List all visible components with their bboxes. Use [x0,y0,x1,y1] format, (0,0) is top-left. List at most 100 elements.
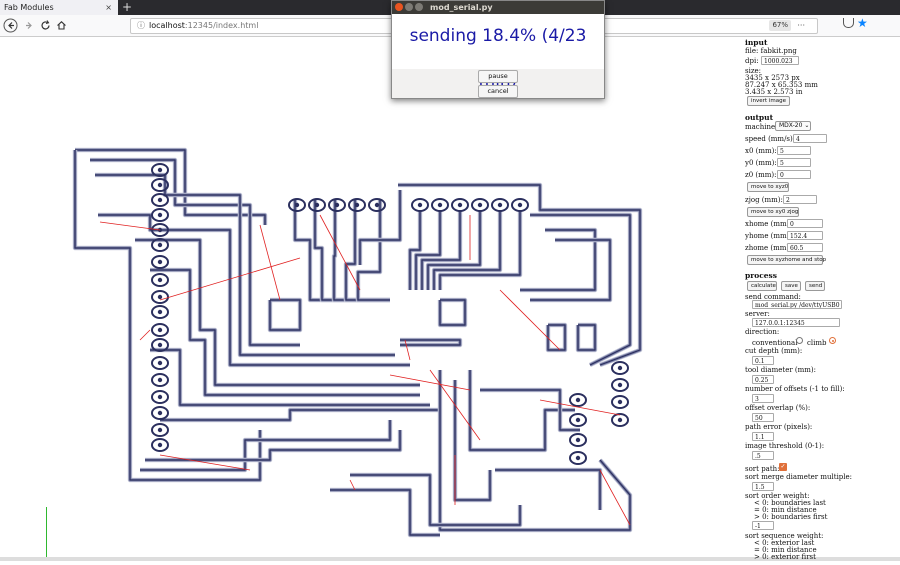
pad [569,451,587,465]
move-to-home-button[interactable]: move to xyzhome and stop [747,255,826,265]
toolpath-trace [344,200,390,302]
pad [151,193,169,207]
tab-fab-modules[interactable]: Fab Modules × [0,0,118,15]
toolpath-trace [293,200,390,302]
server-label: server: [745,310,770,318]
cut-depth-input[interactable]: 0.1 [752,356,774,365]
tab-close-icon[interactable]: × [105,3,112,12]
yhome-input[interactable]: 152.4 [787,231,823,240]
url-text: localhost:12345/index.html [149,19,258,33]
threshold-input[interactable]: .5 [752,451,774,460]
rapid-move [159,454,251,471]
move-to-xy0-zjog-button[interactable]: move to xy0 zjog [747,207,799,217]
toolpath-trace [431,210,503,290]
toolpath-trace [547,324,566,351]
conventional-radio[interactable] [796,337,803,344]
maximize-window-icon[interactable] [415,3,423,11]
pad [417,202,423,208]
zhome-input[interactable]: 60.5 [787,243,823,252]
pad [151,323,169,337]
pad [157,342,163,348]
cancel-button[interactable]: cancel [478,85,518,98]
dialog-titlebar[interactable]: mod_serial.py [392,1,604,14]
back-icon[interactable] [3,18,18,33]
site-info-icon[interactable]: ⓘ [137,21,145,30]
toolpath-trace [398,184,641,366]
pad [611,361,629,375]
reload-icon[interactable] [38,18,53,33]
server-input[interactable]: 127.0.0.1:12345 [752,318,840,327]
xhome-input[interactable]: 0 [787,219,823,228]
path-error-input[interactable]: 1.1 [752,432,774,441]
machine-select[interactable]: MDX-20 ⌄ [775,121,811,131]
page-actions-icon[interactable]: ··· [797,21,805,30]
pad [151,163,169,177]
pause-button[interactable]: pause [478,70,518,83]
rapid-move [599,469,631,526]
rapid-move [319,214,361,291]
toolpath-trace [140,420,393,473]
order-lt-hint: < 0: boundaries last [754,499,826,507]
offsets-input[interactable]: 3 [752,394,774,403]
pad [517,202,523,208]
overlap-input[interactable]: 50 [752,413,774,422]
rapid-move [389,374,471,391]
send-button[interactable]: send [805,281,825,291]
z0-input[interactable]: 0 [777,170,811,179]
toolpath-trace [74,150,261,481]
calculate-button[interactable]: calculate [747,281,777,291]
pad [151,238,169,252]
pad [411,198,429,212]
y0-input[interactable]: 5 [777,158,811,167]
invert-image-button[interactable]: invert image [747,96,790,106]
pad [334,202,340,208]
bookmark-star-icon[interactable]: ★ [857,16,868,30]
tool-diameter-input[interactable]: 0.25 [752,375,774,384]
toolpath-trace [576,323,597,352]
order-input[interactable]: -1 [752,521,774,530]
toolpath-trace [269,299,301,331]
pad [368,198,386,212]
toolpath-trace [140,420,391,471]
toolpath-trace [345,200,390,301]
toolpath-trace [427,210,481,290]
toolpath-trace [343,200,390,303]
tool-diameter-label: tool diameter (mm): [745,366,817,374]
zjog-input[interactable]: 2 [783,195,817,204]
chevron-down-icon: ⌄ [804,122,810,129]
speed-input[interactable]: 4 [793,134,827,143]
zoom-indicator[interactable]: 67% [769,20,791,31]
rapid-move [259,224,281,301]
pad [477,202,483,208]
forward-icon[interactable] [22,18,37,33]
merge-input[interactable]: 1.5 [752,482,774,491]
pad [374,202,380,208]
minimize-window-icon[interactable] [405,3,413,11]
conventional-label: conventional [752,339,798,347]
toolpath-trace [437,297,468,328]
sort-path-checkbox[interactable]: ✓ [779,463,787,471]
toolpath-trace [359,190,401,265]
sequence-gt-hint: > 0: exterior first [754,553,816,561]
pad [314,202,320,208]
home-icon[interactable] [54,18,69,33]
pad [157,327,163,333]
z0-label: z0 (mm): [745,171,777,179]
pocket-icon[interactable] [843,18,854,28]
pad [348,198,366,212]
toolpath-trace [268,298,302,332]
pad [157,394,163,400]
cut-depth-label: cut depth (mm): [745,347,803,355]
new-tab-button[interactable]: + [122,0,133,14]
x0-input[interactable]: 5 [777,146,811,155]
horizontal-scrollbar[interactable] [0,557,900,561]
move-to-xyz0-button[interactable]: move to xyz0 [747,182,789,192]
pad [157,182,163,188]
climb-radio[interactable] [829,337,836,344]
dpi-input[interactable]: 1000.023 [761,56,799,65]
send-command-input[interactable]: mod_serial.py /dev/ttyUSB0 9600 [752,300,842,309]
toolpath-trace [520,229,596,291]
save-button[interactable]: save [781,281,801,291]
close-window-icon[interactable] [395,3,403,11]
toolpath-trace [453,380,492,502]
